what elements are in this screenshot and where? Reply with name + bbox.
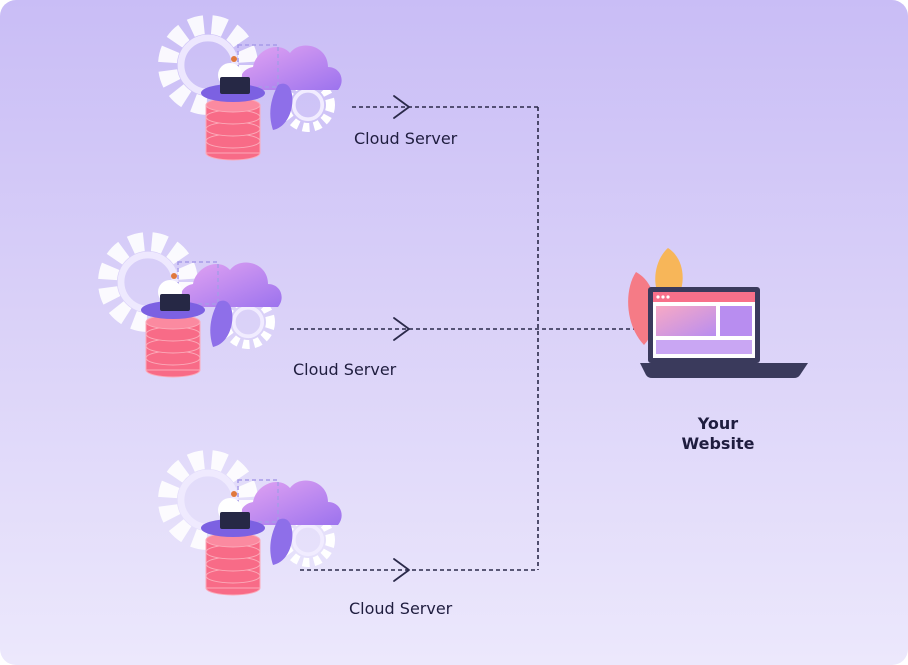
cloud-server-label-2: Cloud Server (293, 360, 397, 379)
your-website-label-line2: Website (681, 434, 755, 453)
cloud-server-label-1: Cloud Server (354, 129, 458, 148)
arrow-icon (393, 95, 410, 582)
your-website-label: Your Website (658, 414, 778, 454)
your-website-label-line1: Your (697, 414, 739, 433)
cloud-server-label-3: Cloud Server (349, 599, 453, 618)
